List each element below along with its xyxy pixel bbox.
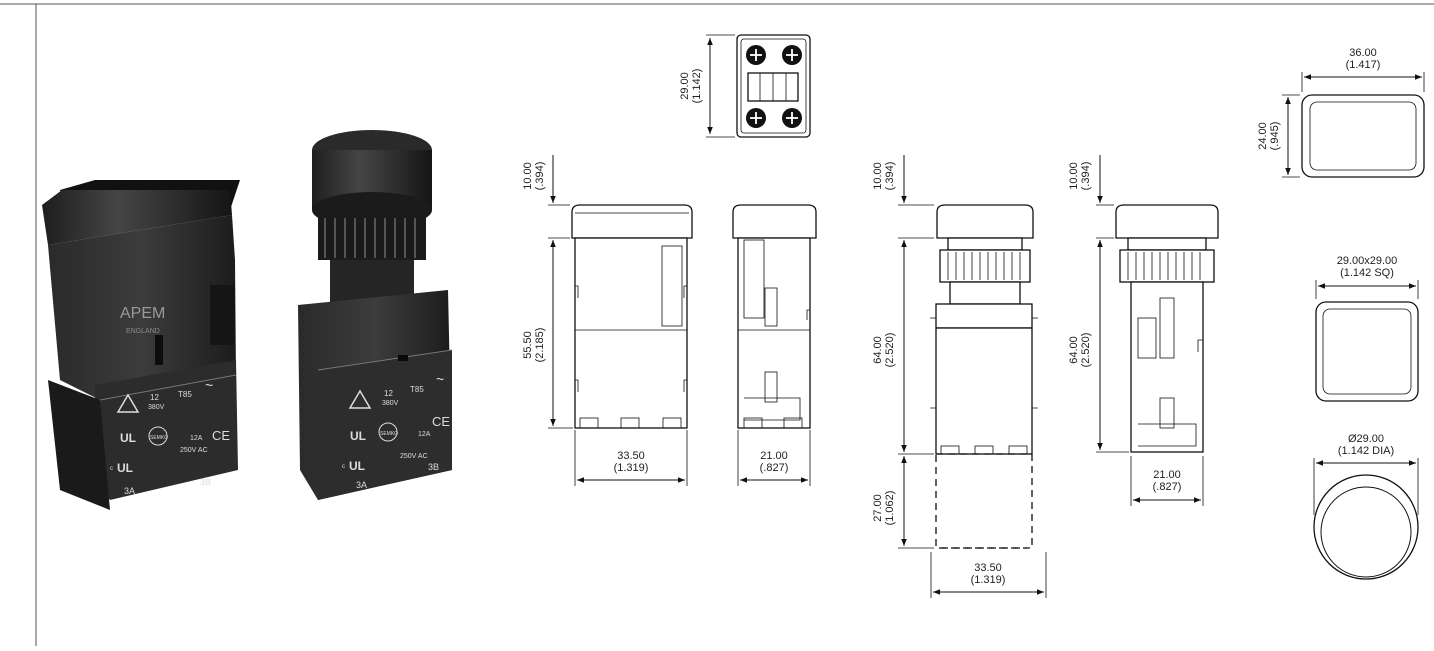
dim-c-body-h-in: (2.520) <box>1080 333 1092 368</box>
photo2-rating2: 12A <box>418 431 431 438</box>
dim-a-width: 33.50 <box>617 450 645 462</box>
dim-b-cap-h: 10.00 <box>872 162 884 190</box>
dim-b-body-h: 64.00 <box>872 336 884 364</box>
photo-rectangular-switch: APEM ENGLAND 12 380V T85 ~ UL SEMKO 12A … <box>42 180 240 510</box>
photo2-ul-mark-2: UL <box>349 459 365 473</box>
dim-rect-w-in: (1.417) <box>1346 59 1381 71</box>
dim-a-side-w: 21.00 <box>760 450 788 462</box>
dim-c-body-h: 64.00 <box>1068 336 1080 364</box>
dim-a-body-h-in: (2.185) <box>534 328 546 363</box>
dim-a-side-w-in: (.827) <box>760 462 789 474</box>
dim-a-width-in: (1.319) <box>614 462 649 474</box>
dim-a-body-h: 55.50 <box>522 331 534 359</box>
dim-rect-h: 24.00 <box>1257 122 1269 150</box>
dim-sq-size-in: (1.142 SQ) <box>1340 267 1394 279</box>
dim-a-cap-h-in: (.394) <box>534 162 546 191</box>
photo-rating2: 12A <box>190 435 203 442</box>
dim-c-cap-h-in: (.394) <box>1080 162 1092 191</box>
photo2-ce: CE <box>432 414 450 429</box>
photo-brand-england: ENGLAND <box>126 328 160 335</box>
dim-b-ext-h: 27.00 <box>872 494 884 522</box>
photo-semko: SEMKO <box>150 435 168 441</box>
front-view-rect: 10.00 (.394) 55.50 (2.185) 33.50 (1.319) <box>522 155 693 486</box>
dim-b-body-h-in: (2.520) <box>884 333 896 368</box>
photo-ul-mark: UL <box>120 431 136 445</box>
photo-t85: T85 <box>178 390 192 399</box>
side-view-round: 10.00 (.394) 64.00 (2.520) 21.00 (.827) <box>1068 155 1219 506</box>
dim-a-cap-h: 10.00 <box>522 162 534 190</box>
dim-b-ext-h-in: (1.062) <box>884 491 896 526</box>
dim-b-cap-h-in: (.394) <box>884 162 896 191</box>
dim-c-side-w-in: (.827) <box>1153 481 1182 493</box>
dim-round-dia: Ø29.00 <box>1348 433 1384 445</box>
photo-rating1-v: 380V <box>148 404 165 411</box>
cap-square-drawing: 29.00x29.00 (1.142 SQ) <box>1315 255 1419 402</box>
svg-text:~: ~ <box>205 377 213 393</box>
photo-term-3a: 3A <box>124 486 135 496</box>
photo2-term-3a: 3A <box>356 480 367 490</box>
front-view-round: 10.00 (.394) 64.00 (2.520) 27.00 (1.062)… <box>872 155 1047 598</box>
photo2-t85: T85 <box>410 385 424 394</box>
dim-sq-size: 29.00x29.00 <box>1337 255 1398 267</box>
photo2-semko: SEMKO <box>380 431 398 437</box>
dim-top-h: 29.00 <box>679 72 691 100</box>
photo2-ul-mark: UL <box>350 429 366 443</box>
photo-round-switch: 12 380V T85 ~ UL SEMKO 12A 250V AC CE c … <box>298 130 453 500</box>
dim-b-width: 33.50 <box>974 562 1002 574</box>
photo2-term-3b: 3B <box>428 462 439 472</box>
photo2-rating2-v: 250V AC <box>400 453 428 460</box>
dim-rect-w: 36.00 <box>1349 47 1377 59</box>
side-view-rect: 21.00 (.827) <box>732 204 817 486</box>
cap-round-drawing: Ø29.00 (1.142 DIA) <box>1313 433 1419 580</box>
dim-round-dia-in: (1.142 DIA) <box>1338 445 1394 457</box>
photo-ce: CE <box>212 428 230 443</box>
photo2-rating1: 12 <box>384 389 393 398</box>
dim-b-width-in: (1.319) <box>971 574 1006 586</box>
dim-rect-h-in: (.945) <box>1269 122 1281 151</box>
svg-text:~: ~ <box>436 371 444 387</box>
photo-c-mark: c <box>110 466 113 472</box>
dim-top-h-in: (1.142) <box>691 69 703 104</box>
cap-rect-drawing: 36.00 (1.417) 24.00 (.945) <box>1257 47 1425 178</box>
top-view-drawing: 29.00 (1.142) <box>679 34 811 138</box>
photo-ul-mark-2: UL <box>117 461 133 475</box>
photo-term-3b: 3B <box>200 477 211 487</box>
photo2-rating1-v: 380V <box>382 400 399 407</box>
dim-c-side-w: 21.00 <box>1153 469 1181 481</box>
photo2-c-mark: c <box>342 464 345 470</box>
dim-c-cap-h: 10.00 <box>1068 162 1080 190</box>
photo-rating1: 12 <box>150 393 159 402</box>
photo-brand-apem: APEM <box>120 305 165 322</box>
photo-rating2-v: 250V AC <box>180 447 208 454</box>
